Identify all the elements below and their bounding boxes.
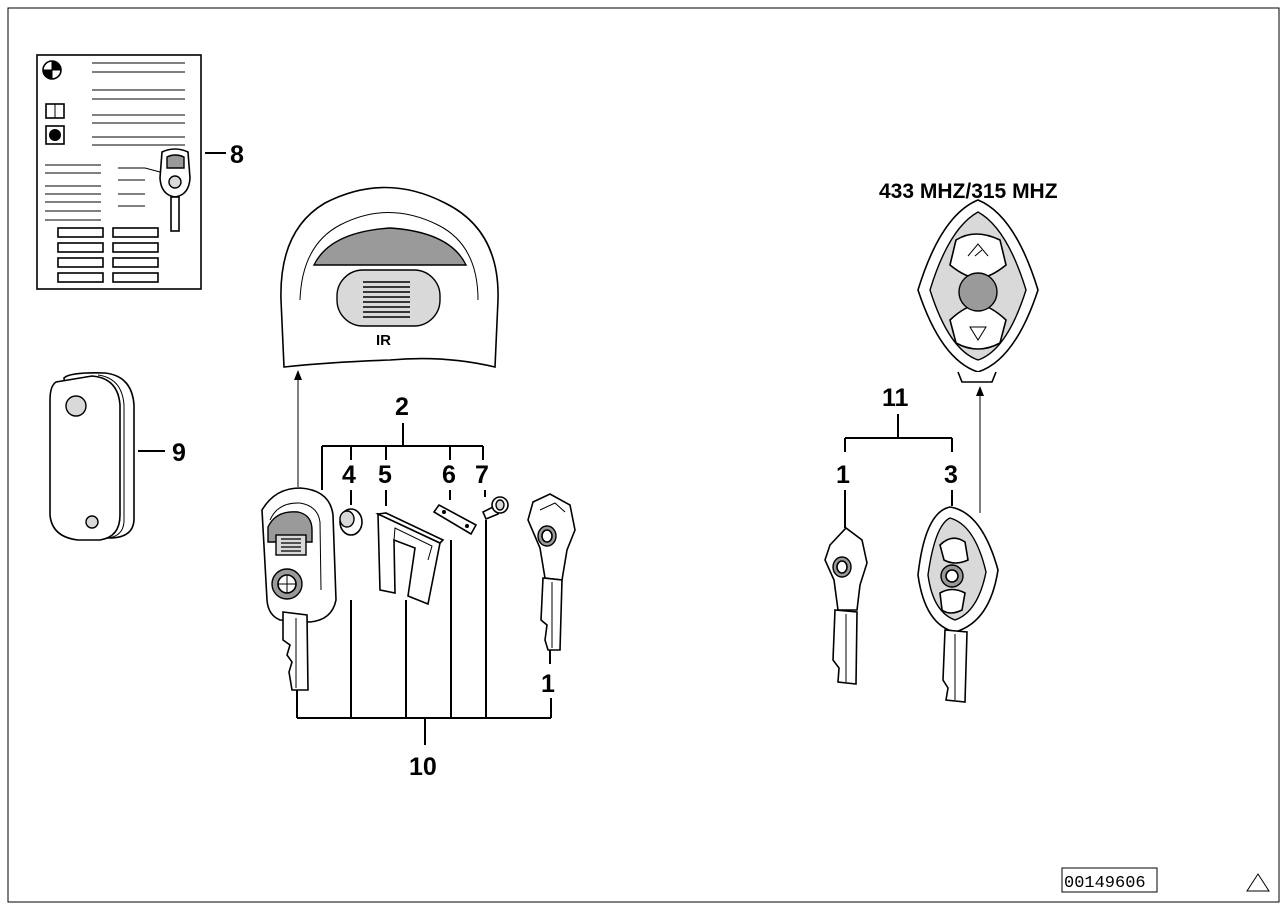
part-7-screw	[481, 496, 509, 521]
reference-number: 00149606	[1064, 874, 1146, 893]
reference-box	[1061, 867, 1158, 893]
label-11: 11	[882, 384, 909, 412]
part-4-cap	[339, 508, 363, 536]
ir-key	[261, 487, 337, 691]
label-2: 2	[395, 393, 409, 421]
part-6-plate	[432, 503, 478, 536]
trunk-icon	[939, 537, 969, 564]
label-4: 4	[342, 461, 356, 489]
part-5-holder	[375, 512, 445, 606]
frequency-label: 433 MHZ/315 MHZ	[879, 180, 1058, 203]
label-9: 9	[172, 439, 186, 467]
radio-remote-key	[917, 506, 999, 703]
label-3: 3	[944, 461, 958, 489]
label-5: 5	[378, 461, 392, 489]
key-case	[49, 372, 135, 541]
label-7: 7	[475, 461, 489, 489]
ir-cover: IR	[280, 186, 499, 369]
ir-label: IR	[376, 332, 391, 349]
radio-remote-cover	[917, 199, 1039, 383]
plain-key-1	[527, 493, 576, 651]
label-6: 6	[442, 461, 456, 489]
warning-triangle-icon	[1246, 873, 1270, 892]
diagram-frame	[7, 7, 1280, 903]
plain-key-right	[824, 526, 868, 685]
label-1-right: 1	[836, 461, 850, 489]
label-1-left: 1	[541, 670, 555, 698]
key-document-card	[36, 54, 202, 290]
label-8: 8	[230, 141, 244, 169]
label-10: 10	[409, 753, 437, 781]
unlock-icon	[949, 233, 1007, 279]
